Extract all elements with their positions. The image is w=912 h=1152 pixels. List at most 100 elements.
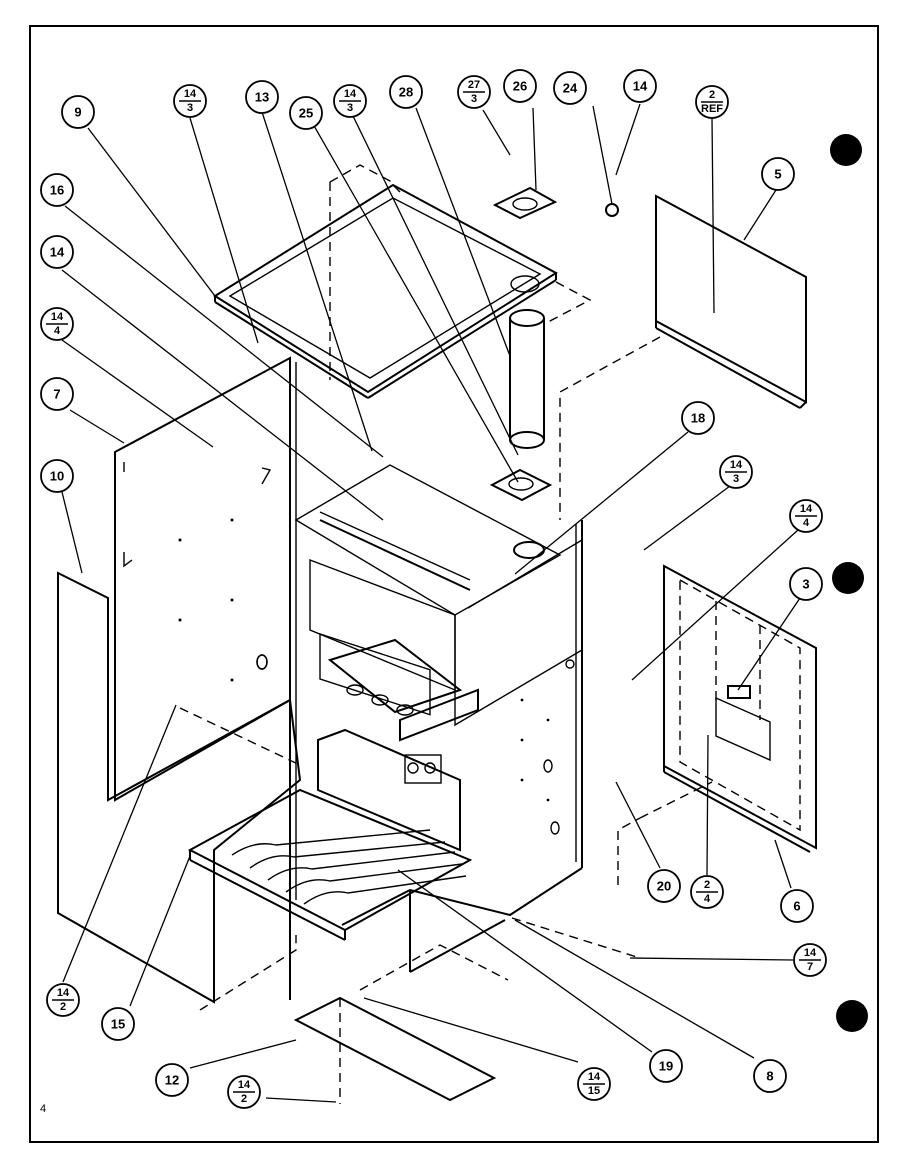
callout-top-number: 14 <box>588 1071 601 1083</box>
callout-number: 7 <box>53 387 60 402</box>
callout-circle <box>761 157 795 191</box>
callout-circle <box>503 69 537 103</box>
callout-top-number: 14 <box>51 311 64 323</box>
burner-assembly <box>309 558 479 852</box>
callout-top-number: 14 <box>238 1079 251 1091</box>
callout-c9: 9 <box>61 95 95 129</box>
callout-c16: 16 <box>40 173 74 207</box>
callout-c15: 15 <box>101 1007 135 1041</box>
callout-number: 9 <box>74 105 81 120</box>
callout-number: 6 <box>793 899 800 914</box>
callout-number: 5 <box>774 167 781 182</box>
page-number: 4 <box>40 1103 46 1115</box>
callout-bottom-number: 4 <box>54 325 61 337</box>
hidden-line-bottom <box>359 944 509 991</box>
callout-c12: 12 <box>155 1063 189 1097</box>
callout-circle <box>40 459 74 493</box>
callout-top-number: 27 <box>468 79 480 91</box>
top-panel <box>213 183 558 399</box>
callout-c14j: 142 <box>227 1075 261 1109</box>
callout-c18: 18 <box>681 401 715 435</box>
callout-circle <box>753 1059 787 1093</box>
callout-bottom-number: REF <box>701 103 723 115</box>
callout-bottom-number: 15 <box>588 1085 600 1097</box>
callout-c13: 13 <box>245 80 279 114</box>
callout-top-number: 14 <box>344 88 357 100</box>
hidden-line-left-panel <box>179 707 301 766</box>
bottom-panel <box>293 996 497 1104</box>
callout-circle <box>245 80 279 114</box>
callout-c10: 10 <box>40 459 74 493</box>
hidden-line-front-door <box>639 781 713 819</box>
callout-number: 15 <box>111 1017 125 1032</box>
callout-top-number: 14 <box>800 503 813 515</box>
callout-c28: 28 <box>389 75 423 109</box>
callout-c7: 7 <box>40 377 74 411</box>
binder-hole-middle <box>832 562 864 594</box>
callout-number: 16 <box>50 183 64 198</box>
callout-top-number: 14 <box>57 987 70 999</box>
callout-c25: 25 <box>289 96 323 130</box>
hidden-line-front-right <box>617 817 641 885</box>
callout-number: 25 <box>299 106 313 121</box>
callout-bottom-number: 4 <box>704 893 711 905</box>
callout-circle <box>40 173 74 207</box>
callout-c14h: 147 <box>793 943 827 977</box>
callout-circle <box>389 75 423 109</box>
callout-bottom-number: 3 <box>347 102 353 114</box>
callout-number: 20 <box>657 879 671 894</box>
front-door-panel <box>663 564 817 853</box>
side-panel-left <box>114 356 291 802</box>
callout-c26: 26 <box>503 69 537 103</box>
callout-circle <box>647 869 681 903</box>
callout-top-number: 14 <box>804 947 817 959</box>
callout-number: 18 <box>691 411 705 426</box>
callout-circle <box>61 95 95 129</box>
callout-bottom-number: 4 <box>803 517 810 529</box>
callout-bottom-number: 2 <box>60 1001 66 1013</box>
callout-circle <box>155 1063 189 1097</box>
callout-top-number: 2 <box>704 879 710 891</box>
hidden-line-right-panel <box>559 336 661 520</box>
callout-top-number: 14 <box>730 459 743 471</box>
callout-c14d: 14 <box>40 235 74 269</box>
fastener-24 <box>605 203 619 217</box>
callout-c19: 19 <box>649 1049 683 1083</box>
callout-number: 26 <box>513 79 527 94</box>
callout-c20: 20 <box>647 869 681 903</box>
callout-c14f: 143 <box>719 455 753 489</box>
callout-circle <box>553 71 587 105</box>
callout-number: 3 <box>802 577 809 592</box>
binder-hole-top <box>830 134 862 166</box>
leader-lines <box>61 103 801 1103</box>
callout-number: 12 <box>165 1073 179 1088</box>
callout-c2_4: 24 <box>690 875 724 909</box>
hidden-line-back <box>199 935 297 1011</box>
callout-number: 24 <box>563 81 578 96</box>
callout-bottom-number: 7 <box>807 961 813 973</box>
callout-circle <box>40 377 74 411</box>
callout-circle <box>789 567 823 601</box>
callout-number: 19 <box>659 1059 673 1074</box>
page-border <box>29 25 879 1143</box>
hidden-line-top-right <box>547 281 592 323</box>
callout-number: 14 <box>633 79 648 94</box>
cabinet-body <box>256 358 583 1000</box>
callout-c27: 273 <box>457 75 491 109</box>
callout-c24: 24 <box>553 71 587 105</box>
callout-circle <box>40 235 74 269</box>
callout-c14b: 143 <box>333 84 367 118</box>
callout-c14c: 14 <box>623 69 657 103</box>
callout-top-number: 2 <box>709 89 715 101</box>
callout-bottom-number: 3 <box>187 102 193 114</box>
back-panel <box>57 571 302 1004</box>
callout-circle <box>780 889 814 923</box>
callout-circle <box>681 401 715 435</box>
callout-number: 28 <box>399 85 413 100</box>
hidden-line-front-bottom <box>511 917 641 959</box>
callout-top-number: 14 <box>184 88 197 100</box>
callout-c8: 8 <box>753 1059 787 1093</box>
